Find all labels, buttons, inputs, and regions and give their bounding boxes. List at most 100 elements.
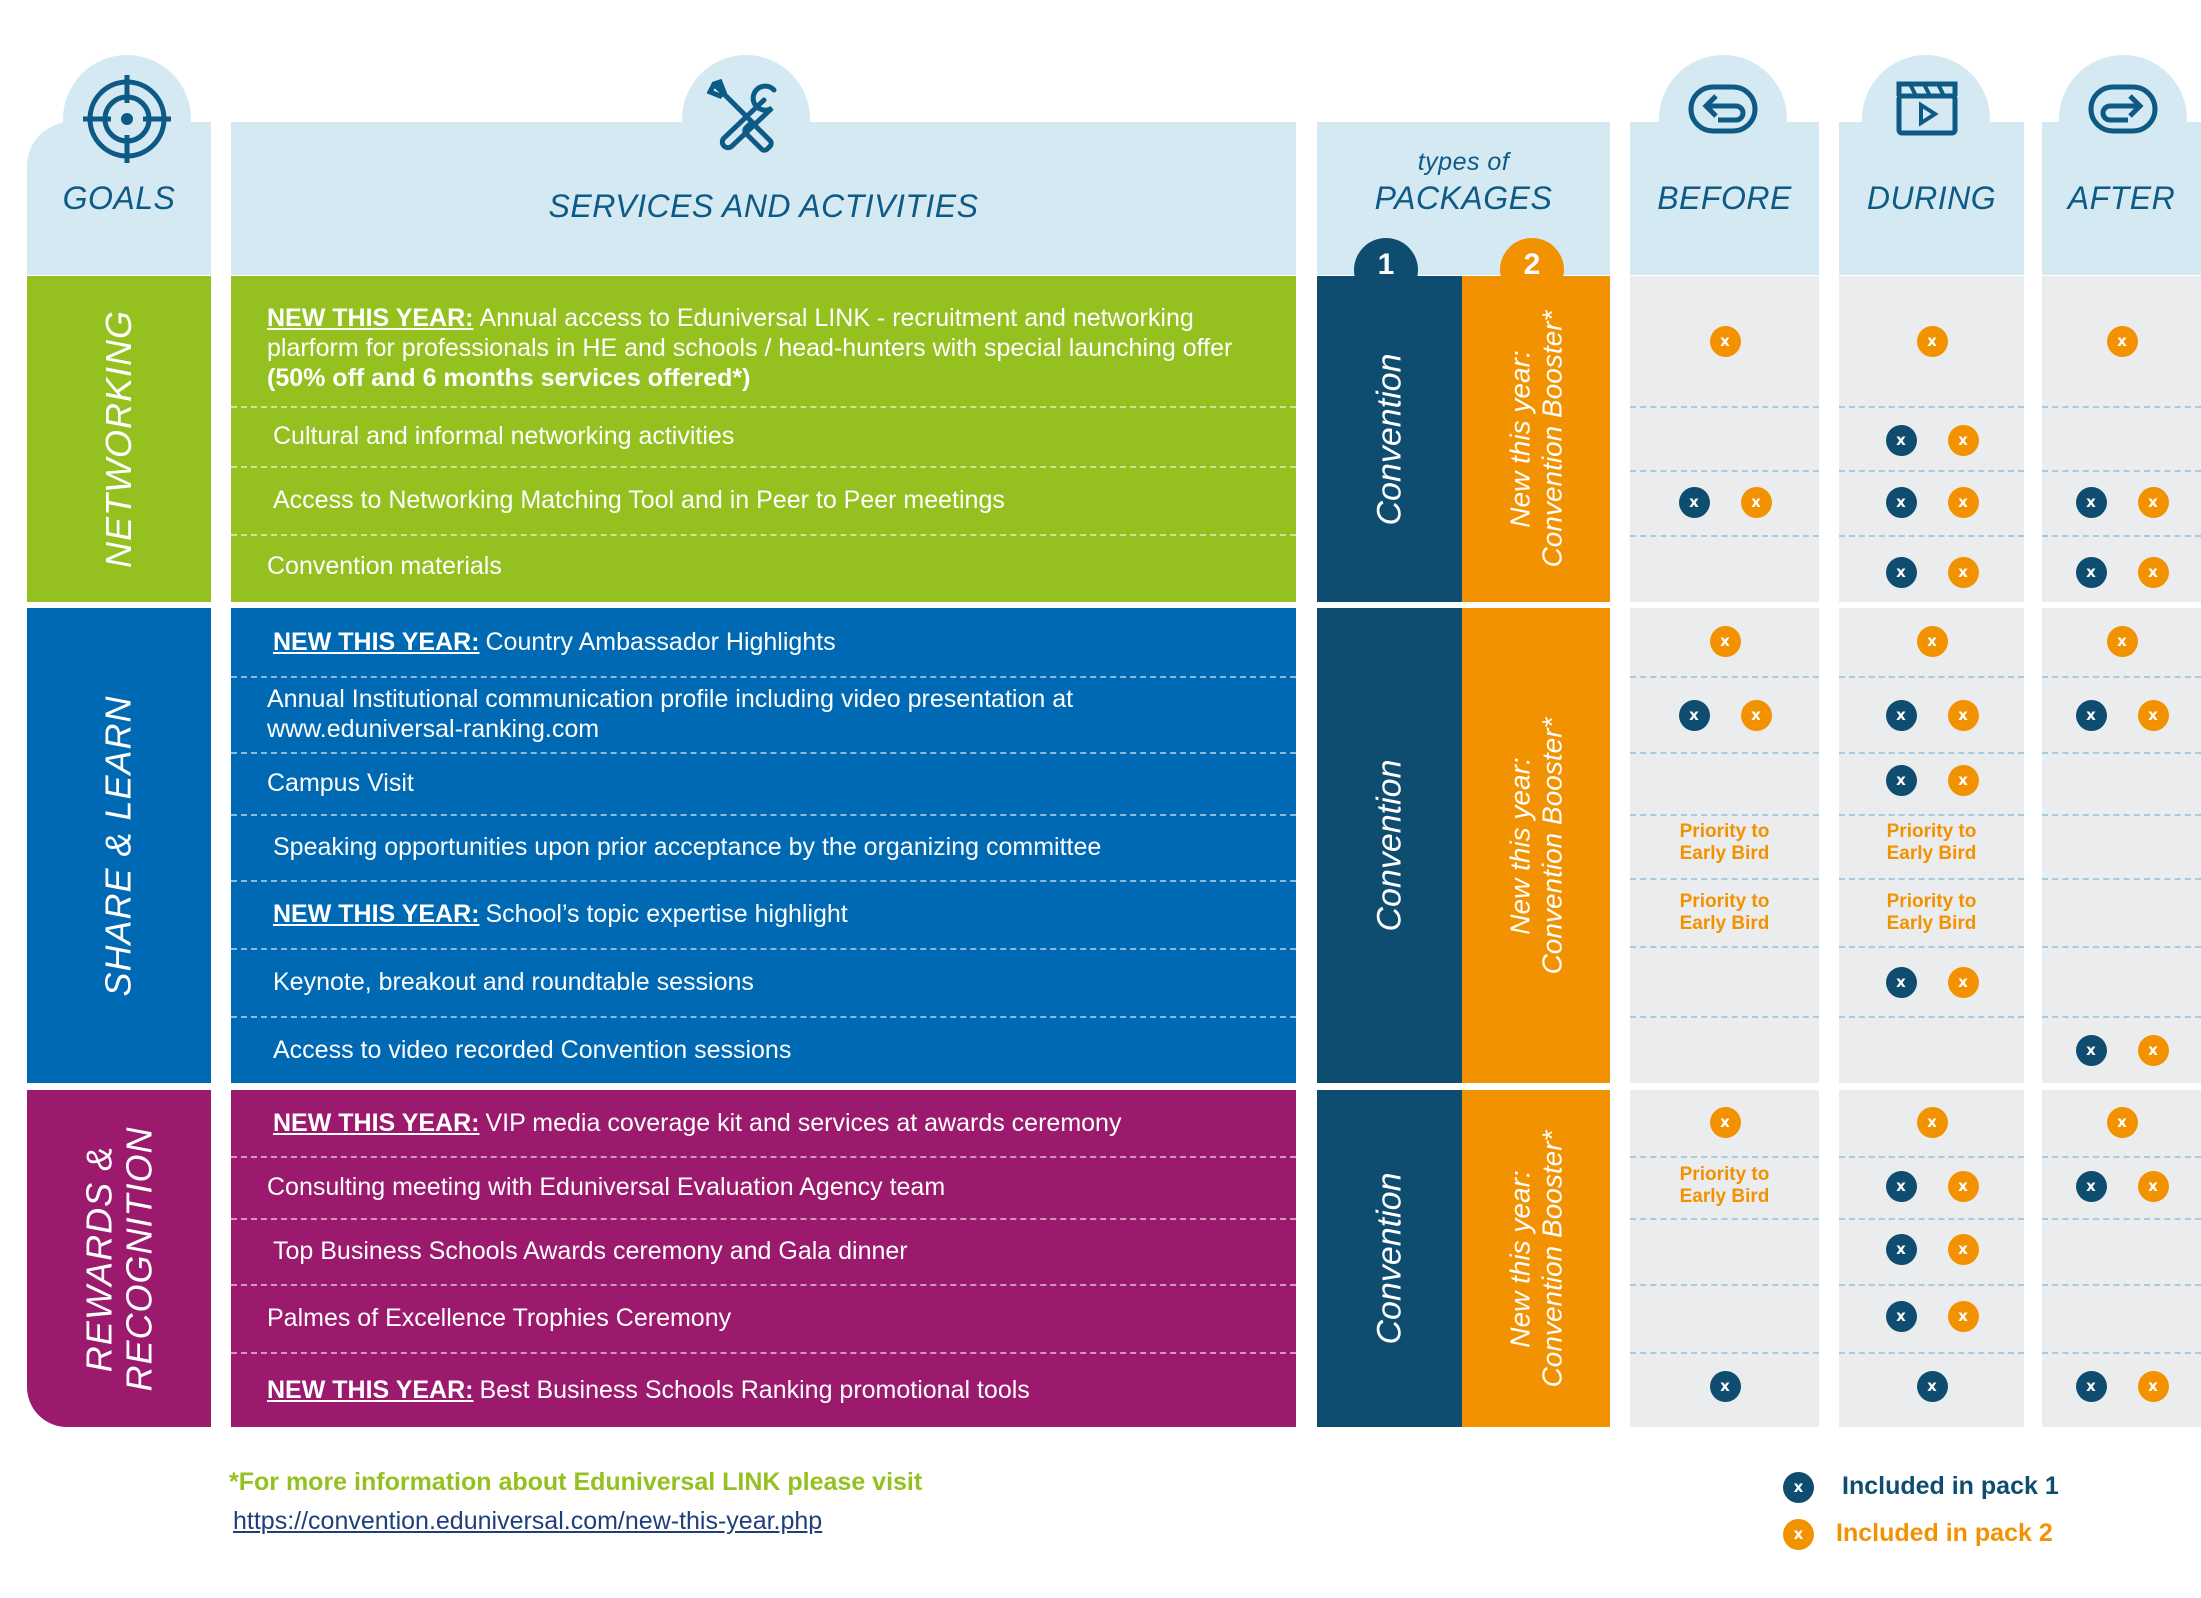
- footer-note: *For more information about Eduniversal …: [229, 1468, 923, 1496]
- pack1-marker: x: [1885, 1301, 1917, 1332]
- row-separator: [2042, 535, 2201, 537]
- pack2-marker: x: [2106, 1107, 2138, 1138]
- service-description: Keynote, breakout and roundtable session…: [273, 968, 754, 996]
- before-column-networking: [1630, 276, 1819, 602]
- row-separator: [2042, 878, 2201, 880]
- pack1-marker: x: [1885, 1171, 1917, 1202]
- pack2-marker: x: [1947, 1234, 1979, 1265]
- service-description: Campus Visit: [267, 769, 414, 797]
- target-icon: [83, 75, 171, 163]
- pack2-marker: x: [1740, 700, 1772, 731]
- packages-header-label: PACKAGES: [1374, 180, 1553, 216]
- package-1-label: Convention: [1370, 759, 1409, 932]
- pack1-marker: x: [2075, 557, 2107, 588]
- new-this-year-label: NEW THIS YEAR:: [273, 900, 480, 928]
- package-1-label: Convention: [1370, 1172, 1409, 1345]
- pack2-marker: x: [1947, 487, 1979, 518]
- pack1-marker: x: [2075, 1371, 2107, 1402]
- legend-pack2-marker: x: [1783, 1519, 1814, 1550]
- row-separator: [1839, 470, 2024, 472]
- pack1-marker: x: [2075, 700, 2107, 731]
- before-column-share-learn: [1630, 608, 1819, 1083]
- row-separator: [2042, 1284, 2201, 1286]
- pack2-marker: x: [2137, 487, 2169, 518]
- after-column-share-learn: [2042, 608, 2201, 1083]
- after-header: AFTER: [2042, 122, 2201, 275]
- pack1-marker: x: [1885, 967, 1917, 998]
- service-description: Annual access to Eduniversal LINK - recr…: [267, 304, 1233, 362]
- service-text: NEW THIS YEAR:Annual access to Edunivers…: [267, 303, 1256, 393]
- goal-share-learn: SHARE & LEARN: [27, 608, 211, 1083]
- package-2-label: New this year: Convention Booster*: [1504, 311, 1568, 568]
- arrow-back-icon: [1688, 84, 1758, 134]
- row-separator: [1630, 946, 1819, 948]
- pack1-marker: x: [1709, 1371, 1741, 1402]
- footer-link[interactable]: https://convention.eduniversal.com/new-t…: [233, 1507, 823, 1535]
- package-2-rewards: New this year: Convention Booster*: [1462, 1090, 1610, 1427]
- new-this-year-label: NEW THIS YEAR:: [267, 1375, 474, 1404]
- row-separator: [1630, 1218, 1819, 1220]
- service-row: NEW THIS YEAR:VIP media coverage kit and…: [231, 1090, 1296, 1158]
- after-column-rewards: [2042, 1090, 2201, 1427]
- package-2-line2: Convention Booster*: [1536, 310, 1568, 568]
- packages-small-label: types of: [1417, 148, 1510, 176]
- row-separator: [2042, 1352, 2201, 1354]
- row-separator: [1839, 676, 2024, 678]
- pack1-marker: x: [1885, 425, 1917, 456]
- service-row: Palmes of Excellence Trophies Ceremony: [231, 1284, 1296, 1354]
- pack2-marker: x: [2137, 700, 2169, 731]
- during-header: DURING: [1839, 122, 2024, 275]
- service-description: Annual Institutional communication profi…: [267, 685, 1074, 743]
- goal-rewards-label: REWARDS & RECOGNITION: [78, 1126, 159, 1391]
- pack2-marker: x: [1916, 1107, 1948, 1138]
- row-separator: [1839, 1016, 2024, 1018]
- arrow-forward-icon: [2088, 84, 2158, 134]
- services-rewards: NEW THIS YEAR:VIP media coverage kit and…: [231, 1090, 1296, 1427]
- service-description: Cultural and informal networking activit…: [273, 422, 735, 450]
- service-row: NEW THIS YEAR:Country Ambassador Highlig…: [231, 608, 1296, 678]
- goal-share-learn-label: SHARE & LEARN: [98, 694, 139, 997]
- pack2-marker: x: [1947, 1171, 1979, 1202]
- services-networking: NEW THIS YEAR:Annual access to Edunivers…: [231, 276, 1296, 602]
- pack2-marker: x: [1740, 487, 1772, 518]
- pack2-marker: x: [1947, 1301, 1979, 1332]
- goal-networking: NETWORKING: [27, 276, 211, 602]
- service-description: Consulting meeting with Eduniversal Eval…: [267, 1173, 946, 1201]
- package-2-line1: New this year:: [1504, 1169, 1536, 1348]
- service-description: Access to video recorded Convention sess…: [273, 1035, 792, 1064]
- row-separator: [1839, 406, 2024, 408]
- legend-pack1-marker: x: [1783, 1472, 1814, 1503]
- package-1-networking: Convention: [1317, 276, 1462, 602]
- pack1-marker: x: [1885, 765, 1917, 796]
- tools-icon: [706, 78, 777, 153]
- goal-networking-label: NETWORKING: [98, 310, 139, 568]
- early-bird-line1: Priority to: [1679, 891, 1770, 912]
- early-bird-line2: Early Bird: [1679, 913, 1770, 934]
- row-separator: [1839, 1156, 2024, 1158]
- package-2-label: New this year: Convention Booster*: [1504, 717, 1568, 974]
- service-description: Speaking opportunities upon prior accept…: [273, 833, 1102, 861]
- services-header: SERVICES AND ACTIVITIES: [231, 122, 1296, 275]
- services-header-label: SERVICES AND ACTIVITIES: [548, 188, 979, 224]
- pack1-marker: x: [1885, 557, 1917, 588]
- goal-rewards: REWARDS & RECOGNITION: [27, 1090, 211, 1427]
- early-bird-line1: Priority to: [1679, 1164, 1770, 1185]
- service-row: Keynote, breakout and roundtable session…: [231, 948, 1296, 1018]
- service-row: Top Business Schools Awards ceremony and…: [231, 1218, 1296, 1286]
- pack2-marker: x: [2106, 326, 2138, 357]
- package-2-networking: New this year: Convention Booster*: [1462, 276, 1610, 602]
- row-separator: [1630, 1284, 1819, 1286]
- service-row: Access to Networking Matching Tool and i…: [231, 466, 1296, 536]
- row-separator: [2042, 676, 2201, 678]
- pack2-marker: x: [1916, 326, 1948, 357]
- row-separator: [1630, 470, 1819, 472]
- service-offer: (50% off and 6 months services offered*): [267, 364, 751, 392]
- row-separator: [1630, 1156, 1819, 1158]
- package-2-line1: New this year:: [1504, 350, 1536, 528]
- row-separator: [1839, 535, 2024, 537]
- package-2-line2: Convention Booster*: [1536, 717, 1568, 974]
- early-bird-line2: Early Bird: [1886, 913, 1977, 934]
- service-description: School’s topic expertise highlight: [485, 900, 848, 928]
- pack2-marker: x: [2137, 557, 2169, 588]
